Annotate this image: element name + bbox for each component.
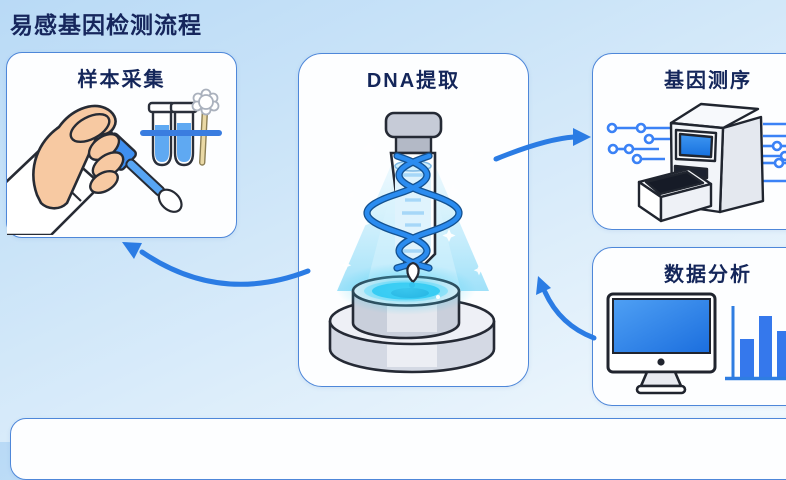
data-analysis-label: 数据分析 xyxy=(664,264,752,286)
gene-sequencing-label: 基因测序 xyxy=(664,70,752,92)
arrowhead xyxy=(122,242,142,259)
arrow-extract-to-sample xyxy=(139,249,311,287)
hand-with-swab-icon xyxy=(32,104,125,210)
glow-platform-icon xyxy=(328,263,496,374)
panel-bottom-partial xyxy=(10,418,786,480)
sample-collection-label: 样本采集 xyxy=(77,69,166,91)
sample-collection-icon xyxy=(7,88,222,235)
panel-sample-collection: 样本采集 xyxy=(6,52,237,238)
dna-extraction-label: DNA提取 xyxy=(366,70,461,92)
bar-chart-icon xyxy=(725,306,786,381)
arrowhead xyxy=(573,128,591,146)
dna-tube-icon xyxy=(363,111,463,288)
page-title: 易感基因检测流程 xyxy=(10,12,202,38)
sparkle-icon xyxy=(340,142,485,299)
cotton-swab-icon xyxy=(191,88,220,166)
panel-dna-extraction: DNA提取 xyxy=(298,53,529,387)
dna-extraction-icon xyxy=(328,111,496,374)
panel-gene-sequencing: 基因测序 xyxy=(592,53,786,230)
panel-data-analysis: 数据分析 xyxy=(592,247,786,406)
dna-strands xyxy=(363,152,463,272)
arrow-analysis-to-extract xyxy=(542,289,597,341)
monitor-icon xyxy=(606,292,717,395)
gene-sequencing-icon xyxy=(606,102,786,223)
tube-rack-bar xyxy=(140,130,222,136)
sequencer-machine-icon xyxy=(637,102,765,223)
data-analysis-icon xyxy=(606,292,786,395)
arrowhead xyxy=(536,276,551,295)
